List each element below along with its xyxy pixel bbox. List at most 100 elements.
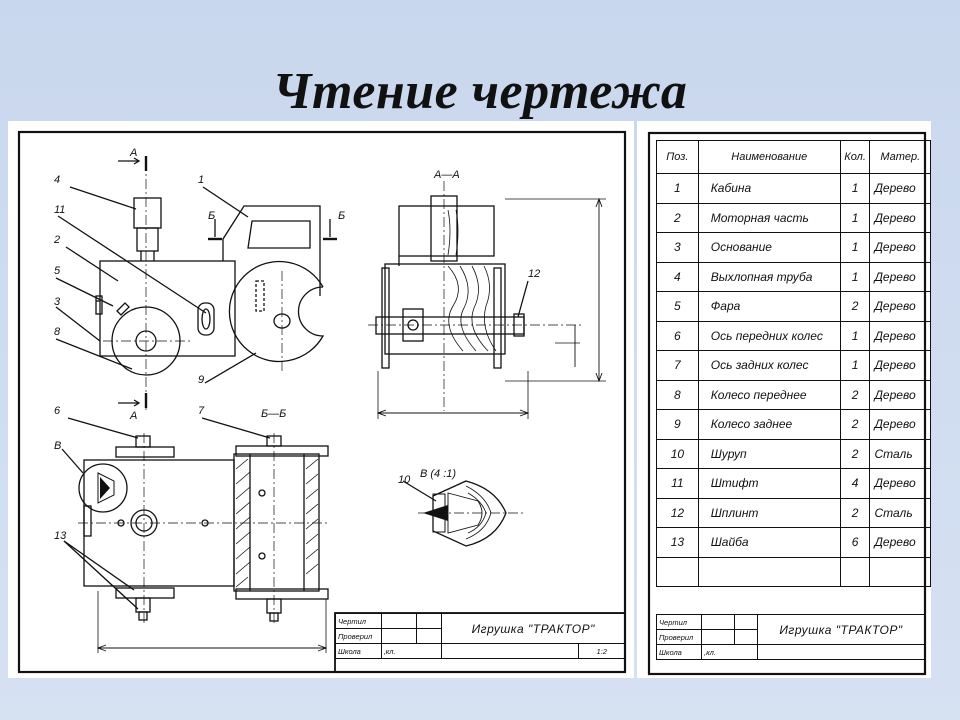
spec-name: Основание bbox=[697, 232, 841, 263]
spec-pos: 3 bbox=[656, 232, 699, 263]
col-qty: Кол. bbox=[839, 140, 871, 174]
callout-10: 10 bbox=[398, 474, 411, 486]
spec-qty: 2 bbox=[839, 497, 871, 528]
callout-1: 1 bbox=[198, 174, 204, 186]
spec-name: Колесо заднее bbox=[697, 409, 841, 440]
drawing-frame bbox=[17, 130, 627, 674]
tb-title: Игрушка "ТРАКТОР" bbox=[441, 613, 625, 644]
spec-name: Ось передних колес bbox=[697, 320, 841, 351]
spec-name: Фара bbox=[697, 291, 841, 322]
cut-b-label: Б bbox=[208, 210, 215, 222]
spec-pos: 12 bbox=[656, 497, 699, 528]
spec-qty: 2 bbox=[839, 379, 871, 410]
spec-name: Колесо переднее bbox=[697, 379, 841, 410]
callout-7: 7 bbox=[198, 405, 205, 417]
spec-pos: 8 bbox=[656, 379, 699, 410]
spec-pos: 7 bbox=[656, 350, 699, 381]
spec-qty: 2 bbox=[839, 409, 871, 440]
spec-qty: 1 bbox=[839, 173, 871, 204]
spec-qty: 1 bbox=[839, 232, 871, 263]
spec-material: Дерево bbox=[869, 350, 931, 381]
callout-2: 2 bbox=[53, 234, 60, 246]
spec-pos: 6 bbox=[656, 320, 699, 351]
section-bb-label: Б—Б bbox=[261, 408, 286, 420]
drawing-sheet: А А Б Б А—А Б—Б В (4 :1) В 1 2 3 4 5 6 7… bbox=[8, 121, 634, 678]
callout-13: 13 bbox=[54, 530, 67, 542]
spec-name: Шайба bbox=[697, 527, 841, 558]
cut-b-label-right: Б bbox=[338, 210, 345, 222]
callout-8: 8 bbox=[54, 326, 61, 338]
spec-qty: 4 bbox=[839, 468, 871, 499]
spec-name: Выхлопная труба bbox=[697, 261, 841, 292]
col-name: Наименование bbox=[697, 140, 841, 174]
spec-pos: 13 bbox=[656, 527, 699, 558]
callout-9: 9 bbox=[198, 374, 204, 386]
callout-6: 6 bbox=[54, 405, 61, 417]
spec-pos: 9 bbox=[656, 409, 699, 440]
spec-pos: 2 bbox=[656, 202, 699, 233]
spec-material: Дерево bbox=[869, 261, 931, 292]
spec-pos: 1 bbox=[656, 173, 699, 204]
callout-12: 12 bbox=[528, 268, 540, 280]
cabin-window bbox=[247, 220, 311, 249]
col-material: Матер. bbox=[869, 140, 931, 174]
spec-material: Дерево bbox=[869, 320, 931, 351]
spec-qty: 2 bbox=[839, 438, 871, 469]
spec-material: Сталь bbox=[869, 497, 931, 528]
detail-b bbox=[402, 480, 523, 547]
top-cabin bbox=[233, 453, 320, 592]
spec-tb-school: Школа bbox=[656, 644, 702, 660]
spec-material: Дерево bbox=[869, 291, 931, 322]
cut-a-label-bottom: А bbox=[129, 410, 137, 422]
spec-tb-title: Игрушка "ТРАКТОР" bbox=[757, 614, 925, 645]
spec-pos: 11 bbox=[656, 468, 699, 499]
spec-name: Штифт bbox=[697, 468, 841, 499]
cabin bbox=[222, 205, 321, 296]
spec-qty: 1 bbox=[839, 261, 871, 292]
spec-material: Дерево bbox=[869, 173, 931, 204]
view-b-circle bbox=[78, 463, 128, 513]
spec-qty: 1 bbox=[839, 350, 871, 381]
spec-name: Моторная часть bbox=[697, 202, 841, 233]
callout-11: 11 bbox=[54, 204, 65, 216]
drawing-title-block: Чертил Игрушка "ТРАКТОР" Проверил Школа … bbox=[335, 613, 625, 659]
spec-qty: 2 bbox=[839, 291, 871, 322]
spec-material: Дерево bbox=[869, 379, 931, 410]
tb-drew: Чертил bbox=[335, 613, 382, 629]
spec-tb-class: ,кл. bbox=[701, 644, 758, 660]
tb-school: Школа bbox=[335, 643, 382, 659]
spec-pos: 10 bbox=[656, 438, 699, 469]
spec-material: Дерево bbox=[869, 202, 931, 233]
spec-qty: 6 bbox=[839, 527, 871, 558]
rear-wheel-top bbox=[235, 445, 329, 457]
spec-tb-checked: Проверил bbox=[656, 629, 702, 645]
spec-name: Шплинт bbox=[697, 497, 841, 528]
slide-title: Чтение чертежа bbox=[272, 63, 688, 120]
top-view bbox=[61, 417, 329, 653]
motor-part bbox=[99, 260, 236, 357]
spec-qty: 1 bbox=[839, 202, 871, 233]
spec-name: Шуруп bbox=[697, 438, 841, 469]
spec-pos: 5 bbox=[656, 291, 699, 322]
spec-header-row: Поз. Наименование Кол. Матер. bbox=[656, 140, 931, 174]
callout-4: 4 bbox=[54, 174, 60, 186]
spec-tb-drew: Чертил bbox=[656, 614, 702, 630]
section-aa-label: А—А bbox=[433, 169, 460, 181]
cut-a-label: А bbox=[129, 147, 137, 159]
spec-name: Кабина bbox=[697, 173, 841, 204]
tb-class: ,кл. bbox=[380, 643, 443, 659]
callout-3: 3 bbox=[54, 296, 61, 308]
